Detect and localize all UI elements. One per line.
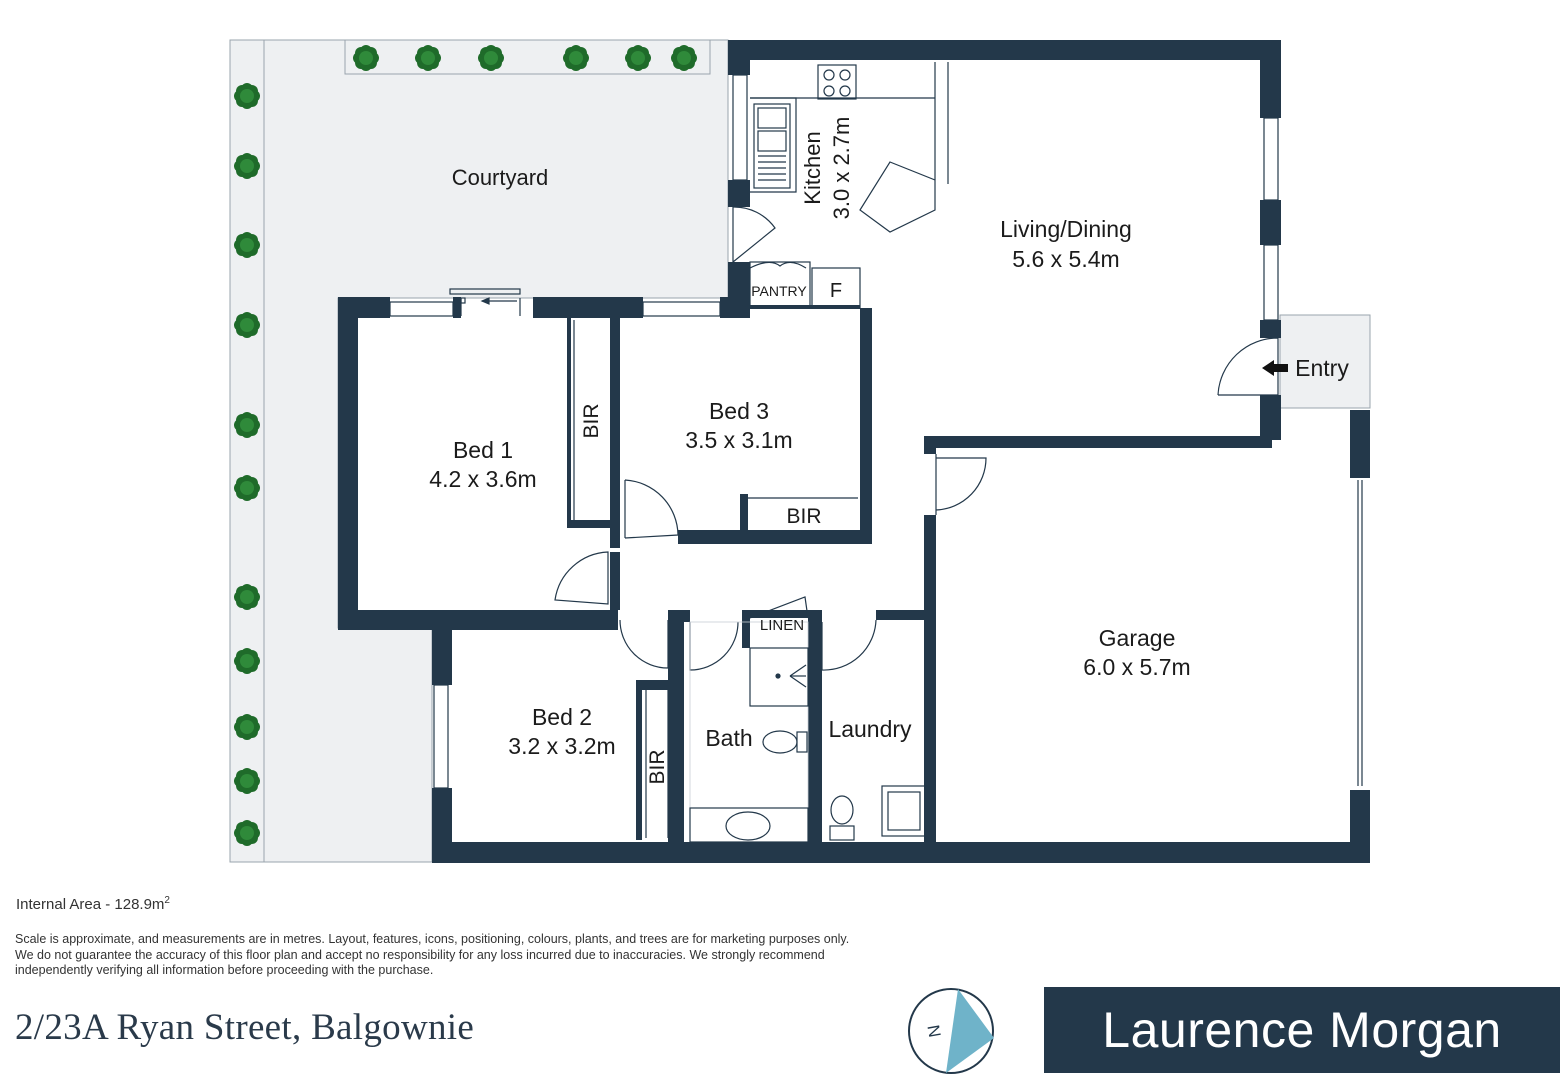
living-size: 5.6 x 5.4m — [1012, 246, 1119, 272]
shrub-icon — [671, 45, 697, 71]
agency-name: Laurence Morgan — [1102, 1002, 1502, 1058]
compass-north-label: N — [924, 1023, 945, 1038]
bed3-size: 3.5 x 3.1m — [685, 427, 792, 453]
shrub-icon — [234, 232, 260, 258]
entry-label: Entry — [1295, 355, 1349, 381]
entry-arrow-icon — [1262, 360, 1288, 376]
property-address: 2/23A Ryan Street, Balgownie — [15, 1007, 475, 1048]
north-compass-icon: N — [908, 988, 994, 1074]
shrub-icon — [234, 648, 260, 674]
shrub-icon — [234, 83, 260, 109]
bed2-size: 3.2 x 3.2m — [508, 733, 615, 759]
fridge-label: F — [830, 280, 842, 302]
shrub-icon — [234, 820, 260, 846]
shrub-icon — [625, 45, 651, 71]
shrub-icon — [234, 475, 260, 501]
bed3-label: Bed 3 — [709, 398, 769, 424]
kitchen-label: Kitchen — [800, 131, 825, 204]
bed1-size: 4.2 x 3.6m — [429, 466, 536, 492]
shrub-icon — [234, 768, 260, 794]
bed1-label: Bed 1 — [453, 437, 513, 463]
bed1-bir-label: BIR — [580, 403, 603, 438]
shrub-icon — [563, 45, 589, 71]
garage-label: Garage — [1099, 625, 1176, 651]
bed2-bir-label: BIR — [646, 749, 669, 784]
kitchen-size: 3.0 x 2.7m — [829, 117, 854, 220]
internal-area-unit-sup: 2 — [164, 895, 170, 906]
shrub-icon — [353, 45, 379, 71]
shrub-icon — [234, 714, 260, 740]
pantry-label: PANTRY — [751, 283, 807, 299]
shrub-icon — [234, 412, 260, 438]
shrub-icon — [234, 153, 260, 179]
internal-area: Internal Area - 128.9m2 — [16, 895, 170, 913]
garden-plants — [234, 45, 697, 846]
agency-logo: Laurence Morgan — [1044, 987, 1560, 1073]
bed2-label: Bed 2 — [532, 704, 592, 730]
garage-size: 6.0 x 5.7m — [1083, 654, 1190, 680]
disclaimer: Scale is approximate, and measurements a… — [15, 932, 850, 977]
fixtures — [389, 62, 1363, 843]
shrub-icon — [234, 312, 260, 338]
walls — [338, 40, 1370, 863]
shrub-icon — [478, 45, 504, 71]
courtyard-label: Courtyard — [452, 165, 549, 190]
linen-label: LINEN — [760, 617, 804, 634]
bath-label: Bath — [705, 725, 752, 751]
shrub-icon — [234, 584, 260, 610]
floor-plan: Courtyard Kitchen 3.0 x 2.7m Living/Dini… — [229, 39, 1371, 863]
bed3-bir-label: BIR — [786, 505, 821, 528]
courtyard-area — [229, 39, 729, 863]
living-label: Living/Dining — [1000, 216, 1132, 242]
shrub-icon — [415, 45, 441, 71]
laundry-label: Laundry — [828, 716, 912, 742]
internal-area-text: Internal Area - 128.9m — [16, 896, 165, 913]
entry-landing — [1279, 314, 1371, 409]
